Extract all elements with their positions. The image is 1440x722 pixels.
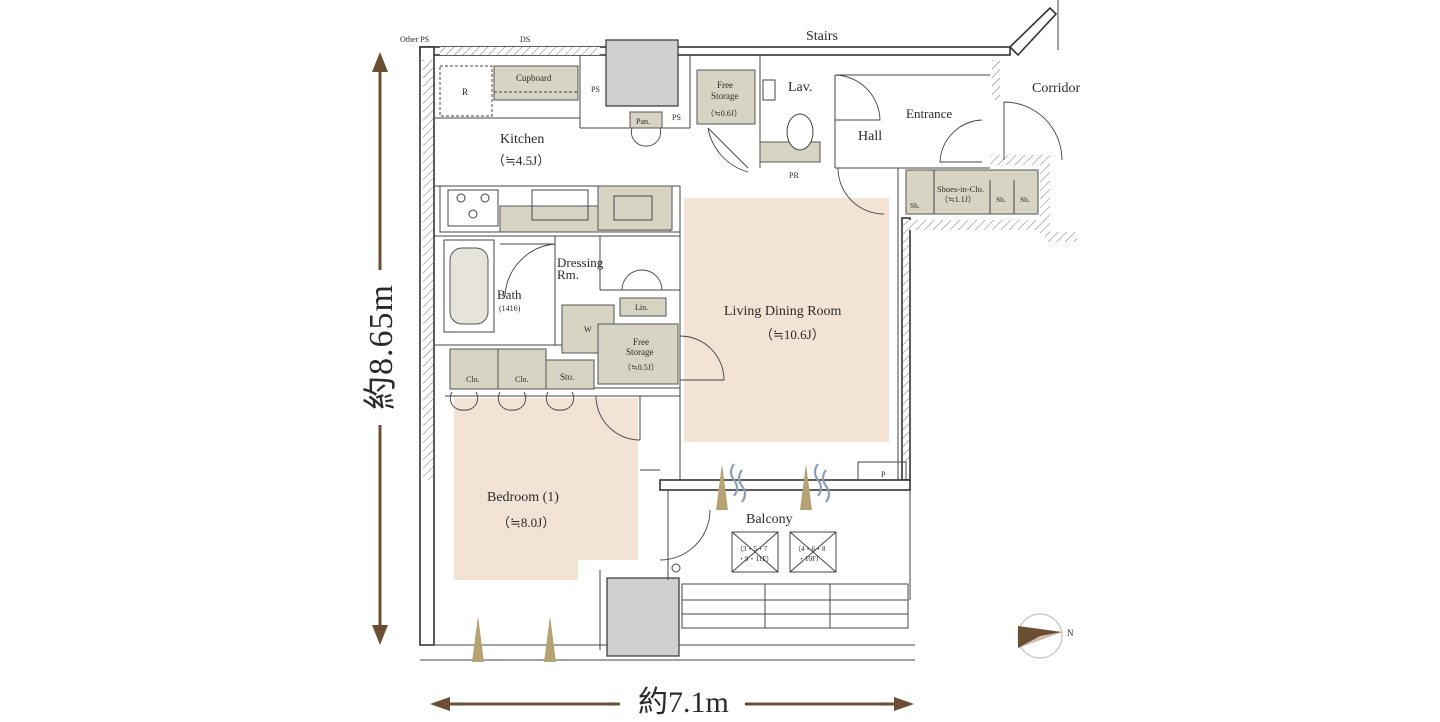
bath-size-label: (1416) (499, 304, 521, 313)
dressing-room-label-2: Rm. (557, 267, 579, 282)
hall-label: Hall (858, 129, 882, 144)
kitchen-area-label: （≒4.5J） (492, 153, 550, 168)
entrance-label: Entrance (906, 106, 952, 121)
shoe-shelf-2-label: Sh. (996, 195, 1006, 204)
pr-label: PR (789, 171, 799, 180)
height-dimension: 約8.65m (362, 52, 400, 645)
width-dimension-label: 約7.1m (638, 686, 729, 719)
shoes-closet (905, 169, 1039, 215)
bath-label: Bath (497, 287, 522, 302)
living-room-area-label: （≒10.6J） (760, 327, 825, 342)
pipe-shaft-top (605, 39, 679, 107)
balcony (659, 479, 911, 629)
door-swings (449, 74, 1063, 561)
window-marker-balcony-1 (716, 464, 728, 510)
stairs-label: Stairs (806, 29, 838, 44)
closet-1 (449, 348, 499, 390)
ps-top-label: PS (591, 85, 600, 94)
width-dimension: 約7.1m (430, 686, 914, 719)
linen-storage (619, 297, 667, 317)
storage-sto (545, 359, 595, 390)
evacuation-hatch-1 (731, 531, 779, 573)
height-dimension-label: 約8.65m (362, 284, 400, 410)
balcony-label: Balcony (746, 512, 793, 527)
living-room-area (684, 198, 889, 442)
bedroom-label: Bedroom (1) (487, 490, 559, 505)
free-storage-1-line2: Storage (711, 91, 739, 101)
free-storage-1-area: （≒0.6J） (706, 109, 742, 118)
free-storage-2-area: （≒0.5J） (623, 363, 659, 372)
refrigerator (439, 65, 493, 117)
pantry (629, 111, 663, 129)
free-storage-2 (597, 323, 679, 385)
hatch-2-floors-line2: ・10F） (798, 555, 823, 563)
cupboard (493, 65, 579, 101)
bathtub (443, 239, 495, 333)
other-ps-label: Other PS (400, 35, 429, 44)
compass: N (1017, 613, 1074, 659)
sink (531, 189, 589, 221)
linen-label: Lin. (635, 303, 648, 312)
ds-label: DS (520, 35, 530, 44)
refrigerator-label: R (462, 87, 468, 97)
shoe-shelf-3-label: Sh. (1020, 195, 1030, 204)
free-storage-2-line2: Storage (626, 347, 654, 357)
window-marker-balcony-2 (800, 464, 812, 510)
compass-north-label: N (1067, 628, 1074, 638)
dressing-room-label: Dressing (557, 255, 604, 270)
hatch-1-floors-line1: （3・5・7 (736, 545, 768, 553)
free-storage-2-line1: Free (633, 337, 649, 347)
bedroom-area (454, 398, 638, 580)
washer-label: W (584, 325, 592, 334)
hatch-2-floors-line1: （4・6・8 (794, 545, 826, 553)
living-room-label: Living Dining Room (724, 304, 842, 319)
toilet-area (759, 141, 821, 163)
bedroom-area-label: （≒8.0J） (497, 515, 555, 530)
washbasin (597, 185, 673, 231)
closet-2-label: Clo. (515, 375, 529, 384)
toilet-icon (786, 113, 814, 151)
free-storage-1-line1: Free (717, 80, 733, 90)
window-marker-bedroom-2 (544, 616, 556, 662)
pantry-label: Pan. (636, 117, 650, 126)
kitchen-label: Kitchen (500, 132, 544, 147)
hatch-1-floors-line2: ・9・11F） (738, 555, 773, 563)
storage-sto-label: Sto. (560, 372, 574, 382)
lavatory-sink (762, 79, 776, 101)
corridor-label: Corridor (1032, 81, 1081, 96)
stove (447, 189, 499, 227)
shoe-shelf-1-label: Sh. (910, 201, 920, 210)
shoes-closet-area: （≒1.1J） (940, 195, 976, 204)
balcony-railing (681, 583, 909, 629)
cupboard-label: Cupboard (516, 73, 552, 83)
pipe-shaft-bottom (606, 577, 680, 657)
window-marker-bedroom-1 (472, 616, 484, 662)
bathtub-basin (449, 247, 489, 325)
closet-1-label: Clo. (466, 375, 480, 384)
air-flow-icon (729, 463, 831, 503)
evacuation-hatch-2 (789, 531, 837, 573)
meter-p-label: P (881, 470, 886, 479)
shoes-closet-label: Shoes-in-Clo. (937, 184, 984, 194)
free-storage-1 (696, 69, 756, 125)
ps-mid-label: PS (672, 113, 681, 122)
closet-2 (497, 348, 547, 390)
lavatory-label: Lav. (788, 80, 812, 95)
